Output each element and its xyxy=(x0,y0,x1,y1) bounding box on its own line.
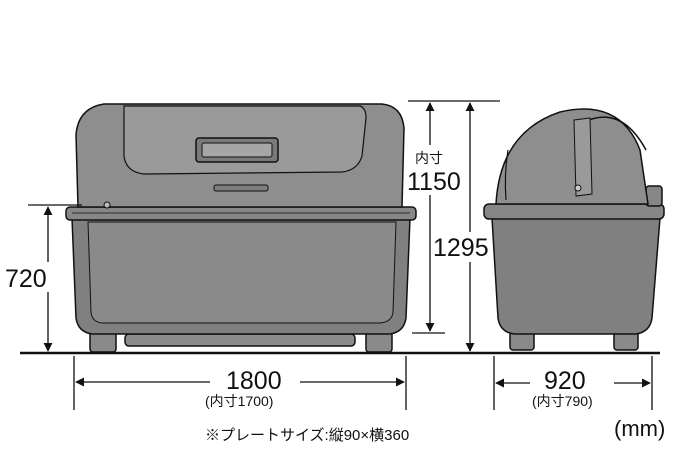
plate-size-note: ※プレートサイズ:縦90×横360 xyxy=(205,427,409,444)
side-lid-panel xyxy=(573,117,593,197)
front-rim xyxy=(65,206,417,221)
side-body xyxy=(491,217,661,335)
front-view xyxy=(65,103,417,353)
side-rim xyxy=(483,203,665,220)
dim-1150-caption: 内寸 xyxy=(415,150,443,166)
dim-1800-inner-label: (内寸1700) xyxy=(205,393,273,409)
dim-1800-label: 1800 xyxy=(226,367,282,395)
dim-720-label: 720 xyxy=(5,265,47,293)
side-view xyxy=(483,108,665,351)
front-body-panel xyxy=(87,221,397,324)
side-lid-dome xyxy=(495,108,649,205)
front-base-skirt xyxy=(124,333,356,347)
dim-920-label: 920 xyxy=(544,367,586,395)
dim-920-inner-label: (内寸790) xyxy=(532,393,593,409)
dim-1150-label: 1150 xyxy=(407,168,461,196)
plate-slot xyxy=(213,184,269,192)
dim-1295-label: 1295 xyxy=(433,234,489,262)
unit-label: (mm) xyxy=(614,416,665,441)
